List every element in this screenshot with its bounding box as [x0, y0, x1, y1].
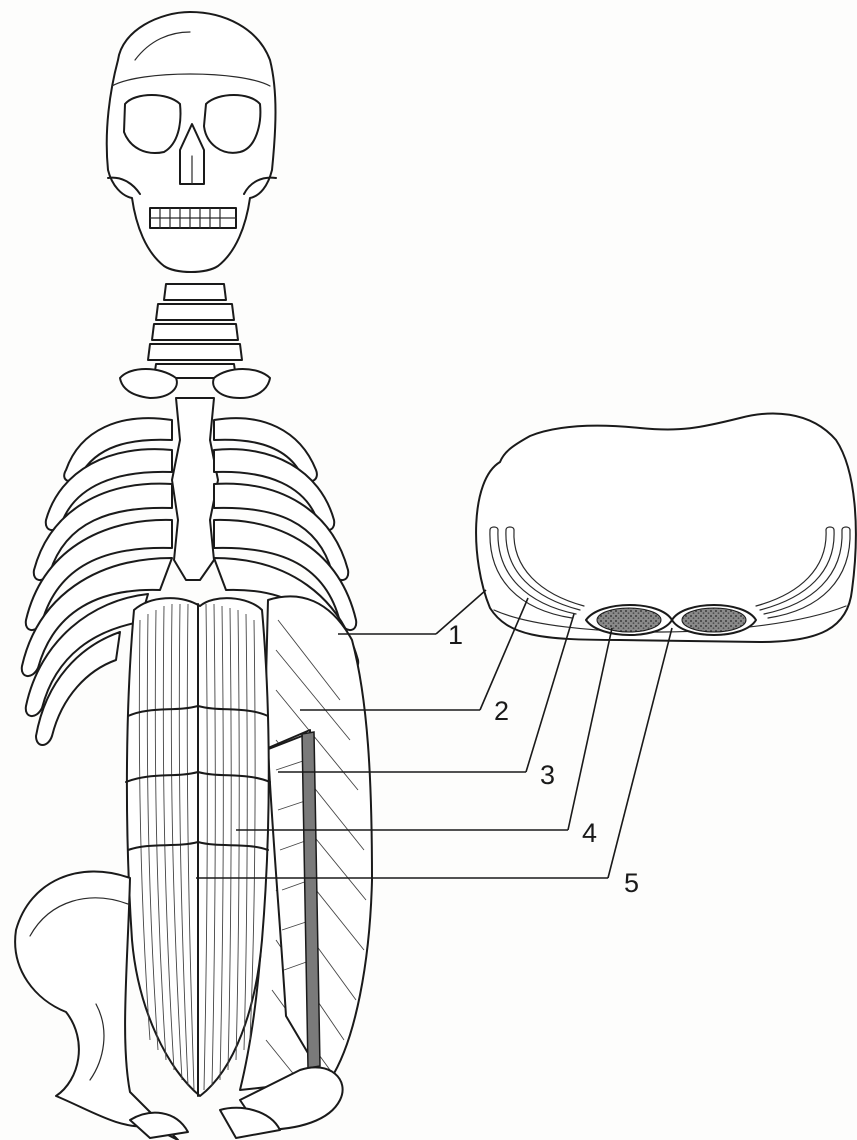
label-1: 1: [448, 620, 463, 650]
label-3: 3: [540, 760, 555, 790]
skull: [107, 12, 276, 272]
abdominal-wall: [126, 596, 372, 1096]
cross-section: [476, 413, 856, 642]
cervical-spine: [148, 284, 242, 378]
label-2: 2: [494, 696, 509, 726]
label-4: 4: [582, 818, 597, 848]
label-5: 5: [624, 868, 639, 898]
labels: 1 2 3 4 5: [448, 620, 639, 898]
